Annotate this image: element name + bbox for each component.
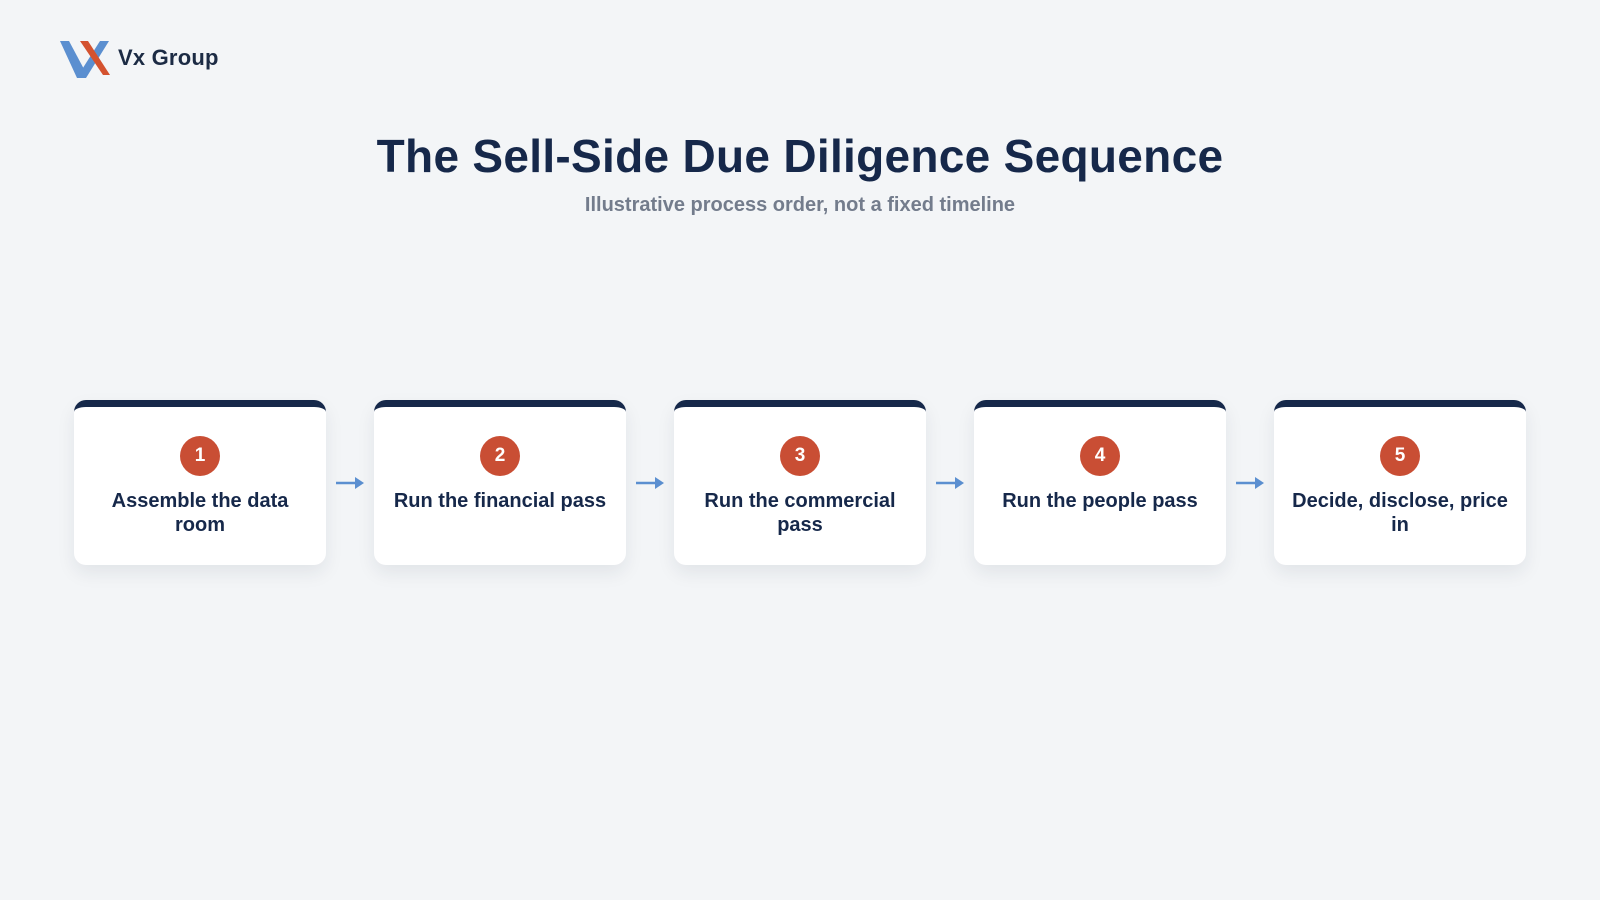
step-number-badge: 3 [780, 436, 820, 476]
step-label: Decide, disclose, price in [1292, 490, 1508, 536]
step-card-5: 5 Decide, disclose, price in [1274, 400, 1526, 565]
process-steps: 1 Assemble the data room 2 Run the finan… [74, 400, 1526, 565]
arrow-right-icon [336, 476, 364, 489]
step-connector [1226, 400, 1274, 565]
step-connector [626, 400, 674, 565]
arrow-right-icon [1236, 476, 1264, 489]
brand-name: Vx Group [118, 45, 219, 70]
step-number-badge: 1 [180, 436, 220, 476]
step-card-1: 1 Assemble the data room [74, 400, 326, 565]
step-number-badge: 4 [1080, 436, 1120, 476]
step-label: Run the financial pass [393, 490, 607, 512]
step-card-2: 2 Run the financial pass [374, 400, 626, 565]
step-label: Run the people pass [1002, 490, 1198, 512]
step-number-badge: 2 [480, 436, 520, 476]
arrow-right-icon [636, 476, 664, 489]
step-label: Assemble the data room [111, 490, 289, 536]
step-connector [326, 400, 374, 565]
step-connector [926, 400, 974, 565]
step-card-3: 3 Run the commercial pass [674, 400, 926, 565]
step-number-badge: 5 [1380, 436, 1420, 476]
step-label: Run the commercial pass [704, 490, 896, 536]
brand-logo: Vx Group [60, 38, 219, 78]
vx-logo-icon [60, 41, 110, 78]
arrow-right-icon [936, 476, 964, 489]
step-card-4: 4 Run the people pass [974, 400, 1226, 565]
page-subtitle: Illustrative process order, not a fixed … [584, 194, 1016, 216]
page-title: The Sell-Side Due Diligence Sequence [376, 130, 1224, 182]
